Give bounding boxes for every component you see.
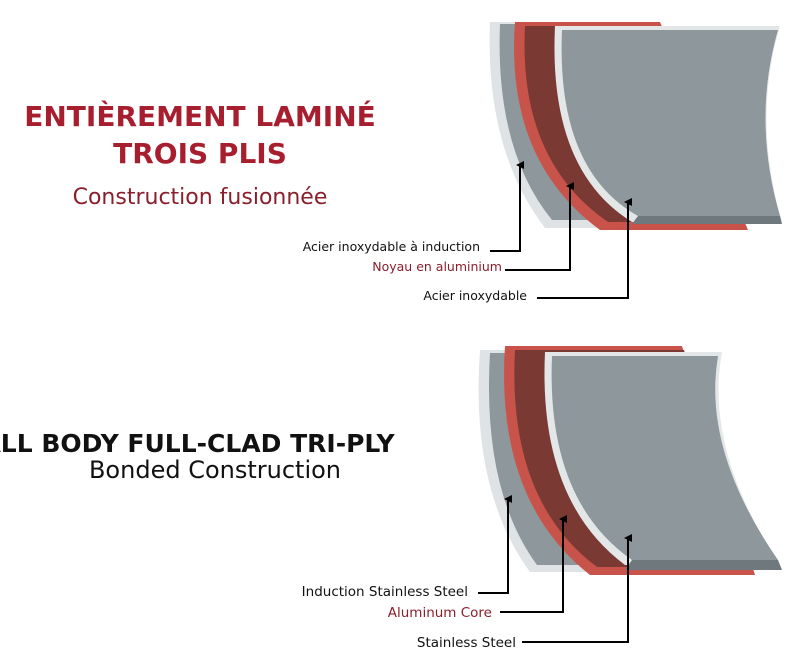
english-label-outer: Induction Stainless Steel xyxy=(302,584,468,600)
english-labels: Induction Stainless Steel Aluminum Core … xyxy=(302,584,516,651)
french-leader-outer xyxy=(490,161,524,252)
french-leader-core xyxy=(505,182,574,271)
english-subtitle: Bonded Construction xyxy=(89,456,341,484)
english-label-inner: Stainless Steel xyxy=(417,635,516,651)
english-leader-inner xyxy=(522,534,632,643)
french-title-line1: ENTIÈREMENT LAMINÉ xyxy=(24,99,376,133)
english-leader-core xyxy=(500,515,567,613)
french-layer-illustration xyxy=(489,22,782,230)
french-inner-steel-base xyxy=(632,216,782,224)
english-layer-illustration xyxy=(478,346,782,575)
french-leader-inner xyxy=(537,198,632,299)
english-leaders xyxy=(478,495,632,643)
french-subtitle: Construction fusionnée xyxy=(73,185,328,210)
french-label-inner: Acier inoxydable xyxy=(423,288,527,303)
french-leaders xyxy=(490,161,632,299)
english-label-core: Aluminum Core xyxy=(388,605,492,621)
english-heading: ALL BODY FULL-CLAD TRI-PLY Bonded Constr… xyxy=(0,429,395,484)
english-title: ALL BODY FULL-CLAD TRI-PLY xyxy=(0,429,395,458)
french-inner-steel-face xyxy=(561,30,780,216)
english-inner-steel-base xyxy=(625,560,782,570)
french-label-outer: Acier inoxydable à induction xyxy=(303,239,480,254)
french-labels: Acier inoxydable à induction Noyau en al… xyxy=(303,239,528,303)
english-leader-outer xyxy=(478,495,512,594)
french-heading: ENTIÈREMENT LAMINÉ TROIS PLIS Constructi… xyxy=(24,99,376,210)
french-title-line2: TROIS PLIS xyxy=(113,137,287,170)
english-inner-steel-face xyxy=(551,356,778,560)
french-label-core: Noyau en aluminium xyxy=(372,259,502,274)
